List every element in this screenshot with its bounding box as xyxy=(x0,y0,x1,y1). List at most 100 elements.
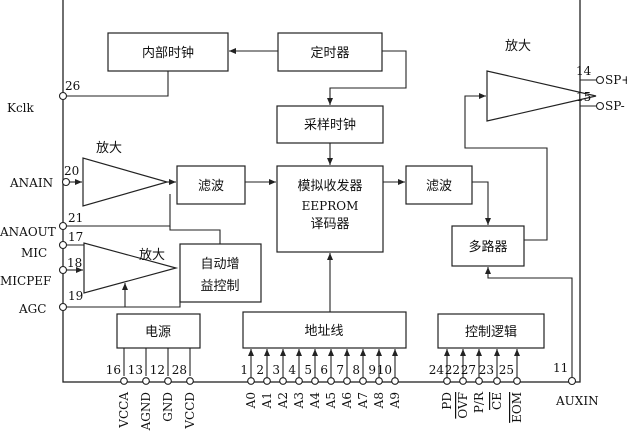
control-pin-name: PD xyxy=(440,392,454,410)
svg-text:内部时钟: 内部时钟 xyxy=(142,45,194,61)
address-pin-3: 3A2 xyxy=(272,349,290,409)
svg-text:21: 21 xyxy=(68,211,83,225)
svg-text:定时器: 定时器 xyxy=(310,46,349,61)
address-pin-name: A6 xyxy=(340,392,354,409)
svg-text:放大: 放大 xyxy=(139,248,165,263)
svg-text:17: 17 xyxy=(68,230,83,244)
svg-text:滤波: 滤波 xyxy=(426,179,452,194)
svg-text:ANAIN: ANAIN xyxy=(9,176,53,190)
power-pin-number: 13 xyxy=(128,363,143,377)
internal-clock-block: 内部时钟 xyxy=(107,32,229,72)
address-pin-number: 10 xyxy=(377,363,392,377)
power-pin-name: GND xyxy=(161,392,175,422)
power-pin-name: VCCD xyxy=(183,392,197,430)
output-filter-block: 滤波 xyxy=(405,165,473,205)
svg-text:电源: 电源 xyxy=(145,325,171,340)
address-pin-number: 2 xyxy=(256,363,264,377)
address-pin-8: 8A7 xyxy=(352,349,370,409)
address-pin-name: A7 xyxy=(356,392,370,409)
svg-text:地址线: 地址线 xyxy=(304,324,343,339)
control-pin-number: 22 xyxy=(445,363,460,377)
power-pin-number: 28 xyxy=(172,363,187,377)
power-pin-number: 16 xyxy=(106,363,121,377)
chip-outline xyxy=(62,0,581,383)
address-pin-number: 8 xyxy=(352,363,360,377)
address-pin-number: 3 xyxy=(272,363,280,377)
input-amplifier: 放大 xyxy=(82,141,170,207)
pin-mic: 17 MIC xyxy=(21,230,83,260)
address-pin-name: A4 xyxy=(308,392,322,410)
svg-text:放大: 放大 xyxy=(96,141,122,156)
sampling-clock-block: 采样时钟 xyxy=(276,105,384,144)
control-pin-number: 25 xyxy=(499,363,514,377)
agc-block: 自动增 益控制 xyxy=(179,243,262,303)
power-block: 电源 xyxy=(116,313,201,349)
control-pin-name: CE xyxy=(490,392,504,410)
output-amplifier: 放大 xyxy=(486,39,597,122)
address-pin-number: 6 xyxy=(320,363,328,377)
input-filter-block: 滤波 xyxy=(176,165,246,205)
pin-auxin: 11 AUXIN xyxy=(553,361,599,408)
svg-text:AUXIN: AUXIN xyxy=(555,394,599,408)
pin-sp-minus: 15 SP- xyxy=(576,90,625,113)
svg-text:采样时钟: 采样时钟 xyxy=(304,117,356,133)
svg-text:益控制: 益控制 xyxy=(200,279,239,294)
address-pin-2: 2A1 xyxy=(256,349,274,409)
address-pin-1: 1A0 xyxy=(240,349,258,409)
address-pin-name: A0 xyxy=(244,392,258,409)
address-pin-name: A2 xyxy=(276,392,290,409)
svg-text:EEPROM: EEPROM xyxy=(302,199,359,213)
svg-text:14: 14 xyxy=(576,64,592,78)
address-pin-number: 7 xyxy=(336,363,344,377)
power-pin-number: 12 xyxy=(150,363,165,377)
address-pin-name: A1 xyxy=(260,392,274,409)
address-pin-name: A9 xyxy=(388,392,402,409)
svg-text:译码器: 译码器 xyxy=(310,217,349,232)
address-pin-6: 6A5 xyxy=(320,349,338,409)
svg-text:放大: 放大 xyxy=(505,39,531,54)
address-pin-4: 4A3 xyxy=(288,349,306,409)
control-pin-number: 23 xyxy=(479,363,494,377)
address-pin-number: 9 xyxy=(368,363,376,377)
address-pin-name: A8 xyxy=(372,392,386,409)
control-pin-number: 24 xyxy=(429,363,445,377)
address-pin-number: 4 xyxy=(288,363,296,377)
mic-amplifier: 放大 xyxy=(83,242,179,294)
pin-sp-plus: 14 SP+ xyxy=(576,64,627,87)
pin-agc: 19 AGC xyxy=(18,289,83,316)
control-logic-block: 控制逻辑 xyxy=(437,313,545,349)
power-pin-name: VCCA xyxy=(117,392,131,429)
power-pin-name: AGND xyxy=(139,392,153,431)
control-pin-number: 27 xyxy=(461,363,476,377)
svg-text:模拟收发器: 模拟收发器 xyxy=(297,178,362,194)
svg-text:多路器: 多路器 xyxy=(468,239,507,255)
svg-text:AGC: AGC xyxy=(18,302,46,316)
address-pin-5: 5A4 xyxy=(304,349,322,409)
svg-text:11: 11 xyxy=(553,361,568,375)
address-pin-number: 5 xyxy=(304,363,312,377)
svg-text:MICPEF: MICPEF xyxy=(0,274,51,288)
address-lines-block: 地址线 xyxy=(242,311,407,349)
svg-text:19: 19 xyxy=(68,289,83,303)
svg-text:控制逻辑: 控制逻辑 xyxy=(465,325,517,340)
multiplexer-block: 多路器 xyxy=(451,225,525,267)
svg-text:26: 26 xyxy=(65,79,80,93)
svg-text:滤波: 滤波 xyxy=(198,179,224,194)
control-pin-27: 27P/R xyxy=(461,349,486,413)
svg-text:18: 18 xyxy=(67,256,82,270)
pin-anain: 20 ANAIN xyxy=(9,164,79,190)
signal-wires xyxy=(65,48,597,378)
svg-text:MIC: MIC xyxy=(21,246,47,260)
address-pin-name: A3 xyxy=(292,392,306,409)
